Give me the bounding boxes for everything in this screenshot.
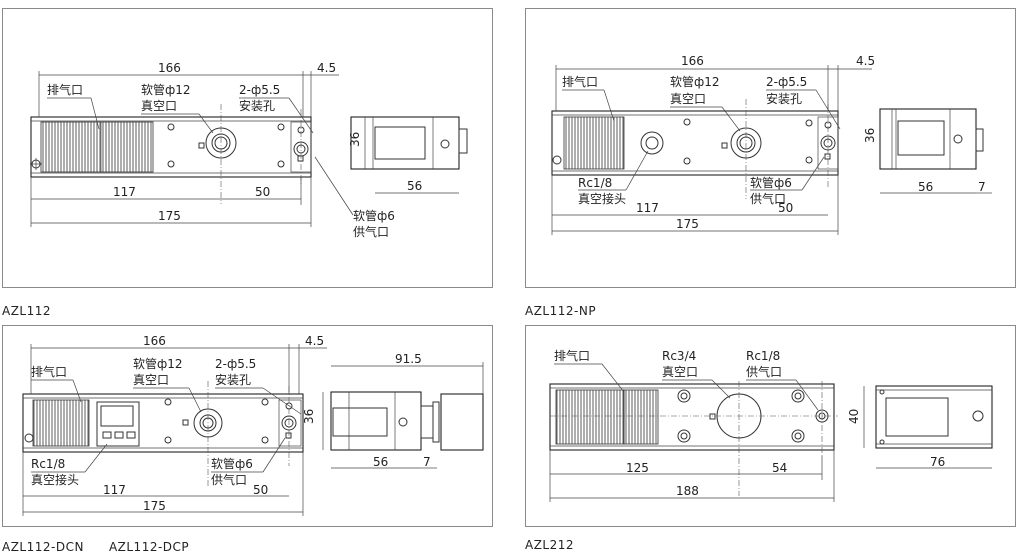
pressure-switch-display (96, 401, 140, 447)
label-mount: 安装孔 (215, 372, 251, 387)
dim-offset: 4.5 (856, 54, 875, 68)
dim-right-len: 50 (255, 185, 270, 199)
dim-height: 36 (348, 132, 362, 147)
dim-depth: 56 (407, 179, 422, 193)
dim-overall-bottom: 175 (676, 217, 699, 231)
label-exhaust: 排气口 (554, 348, 590, 363)
dim-depth: 56 (918, 180, 933, 194)
dim-depth-ext: 7 (423, 455, 431, 469)
silencer-fins (40, 121, 154, 173)
dim-left-len: 117 (636, 201, 659, 215)
label-vac-hose: 软管ф12 (133, 356, 183, 371)
label-holes: 2-ф5.5 (766, 75, 807, 89)
label-supply-port: 供气口 (211, 472, 247, 487)
label-exhaust: 排气口 (31, 364, 67, 379)
dim-depth: 76 (930, 455, 945, 469)
technical-drawing: 166 4.5 排气口 软管ф12 真空口 2-ф5.5 安装孔 36 56 7… (551, 54, 992, 235)
label-vac-port: 真空口 (670, 92, 706, 106)
label-exhaust: 排气口 (47, 82, 83, 97)
caption-azl112-dc: AZL112-DCN AZL112-DCP (2, 540, 190, 554)
label-holes: 2-ф5.5 (239, 83, 280, 97)
label-supply-hose: 软管ф6 (353, 208, 395, 223)
label-vac-hose: 软管ф12 (141, 82, 191, 97)
dim-height: 36 (302, 409, 316, 424)
drawing-panel-azl212: 40 76 排气口 Rc3/4 真空口 Rc1/8 供气口 125 54 188 (525, 325, 1016, 527)
dim-right-len: 54 (772, 461, 787, 475)
dim-overall-top: 166 (143, 334, 166, 348)
dim-offset: 4.5 (317, 61, 336, 75)
dim-depth-ext: 7 (978, 180, 986, 194)
technical-drawing: 40 76 排气口 Rc3/4 真空口 Rc1/8 供气口 125 54 188 (549, 348, 993, 502)
label-exhaust: 排气口 (562, 74, 598, 89)
label-mount: 安装孔 (239, 98, 275, 113)
caption-azl112-np: AZL112-NP (525, 304, 597, 318)
label-supply-port: 供气口 (750, 191, 786, 206)
dim-depth: 56 (373, 455, 388, 469)
dim-left-len: 117 (103, 483, 126, 497)
label-fitting: Rc1/8 (31, 457, 65, 471)
dim-overall-bottom: 188 (676, 484, 699, 498)
label-holes: 2-ф5.5 (215, 357, 256, 371)
label-supply-thread: Rc1/8 (746, 349, 780, 363)
label-vac-hose: 软管ф12 (670, 74, 720, 89)
label-mount: 安装孔 (766, 91, 802, 106)
drawing-panel-azl112-dc: 166 4.5 91.5 排气口 软管ф12 真空口 2-ф5.5 安装孔 36… (2, 325, 493, 527)
dim-side-len: 91.5 (395, 352, 422, 366)
label-fitting: Rc1/8 (578, 176, 612, 190)
dim-height: 36 (863, 128, 877, 143)
label-vac-port: 真空口 (141, 99, 177, 113)
label-supply-port: 供气口 (353, 224, 389, 239)
caption-azl212: AZL212 (525, 538, 575, 552)
dim-height: 40 (847, 409, 861, 424)
dim-left-len: 117 (113, 185, 136, 199)
technical-drawing: 166 4.5 91.5 排气口 软管ф12 真空口 2-ф5.5 安装孔 36… (22, 334, 484, 516)
label-supply-hose: 软管ф6 (750, 175, 792, 190)
side-view (350, 116, 460, 170)
dim-offset: 4.5 (305, 334, 324, 348)
dim-overall-top: 166 (681, 54, 704, 68)
dim-right-len: 50 (778, 201, 793, 215)
label-supply-hose: 软管ф6 (211, 456, 253, 471)
dim-left-len: 125 (626, 461, 649, 475)
label-supply-port: 供气口 (746, 364, 782, 379)
label-vac-port: 真空口 (662, 365, 698, 379)
label-fitting-name: 真空接头 (31, 472, 79, 487)
label-vac-thread: Rc3/4 (662, 349, 696, 363)
label-fitting-name: 真空接头 (578, 191, 626, 206)
caption-azl112: AZL112 (2, 304, 52, 318)
technical-drawing: 166 4.5 排气口 软管ф12 真空口 2-ф5.5 安装孔 36 56 1… (30, 61, 468, 239)
dim-right-len: 50 (253, 483, 268, 497)
vacuum-fitting (640, 131, 664, 155)
drawing-panel-azl112-np: 166 4.5 排气口 软管ф12 真空口 2-ф5.5 安装孔 36 56 7… (525, 8, 1016, 288)
dim-overall-bottom: 175 (158, 209, 181, 223)
label-vac-port: 真空口 (133, 373, 169, 387)
drawing-panel-azl112: 166 4.5 排气口 软管ф12 真空口 2-ф5.5 安装孔 36 56 1… (2, 8, 493, 288)
dim-overall-bottom: 175 (143, 499, 166, 513)
dim-overall-top: 166 (158, 61, 181, 75)
